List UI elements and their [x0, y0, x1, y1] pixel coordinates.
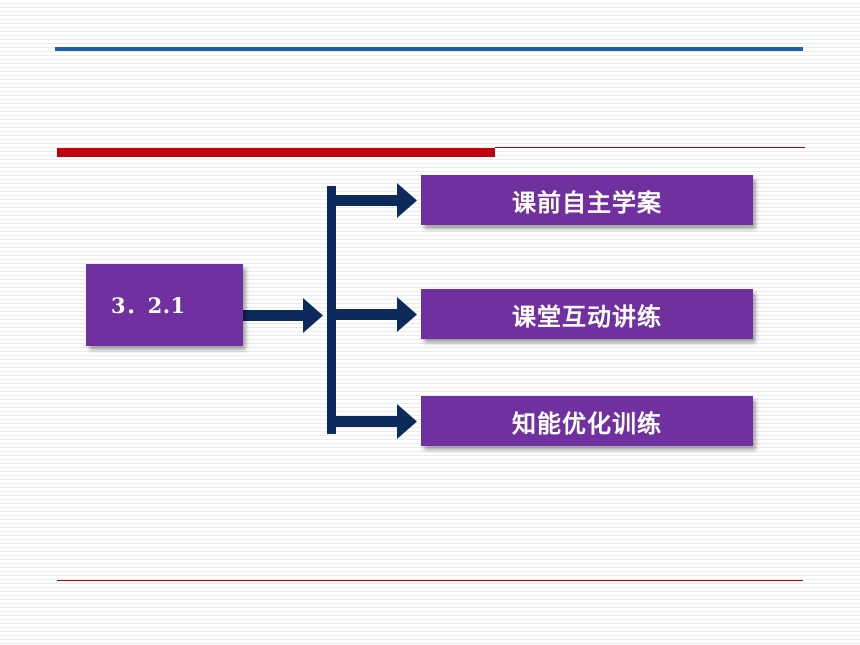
- branch-arrow-3: [327, 404, 417, 439]
- section-number: 3．2.1: [111, 293, 186, 318]
- branch-arrow-1: [327, 183, 417, 218]
- target-label: 知能优化训练: [512, 409, 662, 438]
- branch-arrow-2: [327, 297, 417, 332]
- title-rule-blue: [55, 47, 803, 51]
- target-box-training[interactable]: 知能优化训练: [421, 396, 753, 446]
- title-rule-red-thin: [495, 147, 805, 148]
- main-arrow: [243, 298, 323, 333]
- target-label: 课前自主学案: [512, 188, 662, 217]
- target-label: 课堂互动讲练: [512, 302, 662, 331]
- footer-rule: [57, 580, 803, 581]
- target-box-pre-class[interactable]: 课前自主学案: [421, 175, 753, 225]
- section-source-box: 3．2.1: [86, 264, 243, 346]
- target-box-in-class[interactable]: 课堂互动讲练: [421, 289, 753, 339]
- title-rule-red-thick: [57, 148, 495, 157]
